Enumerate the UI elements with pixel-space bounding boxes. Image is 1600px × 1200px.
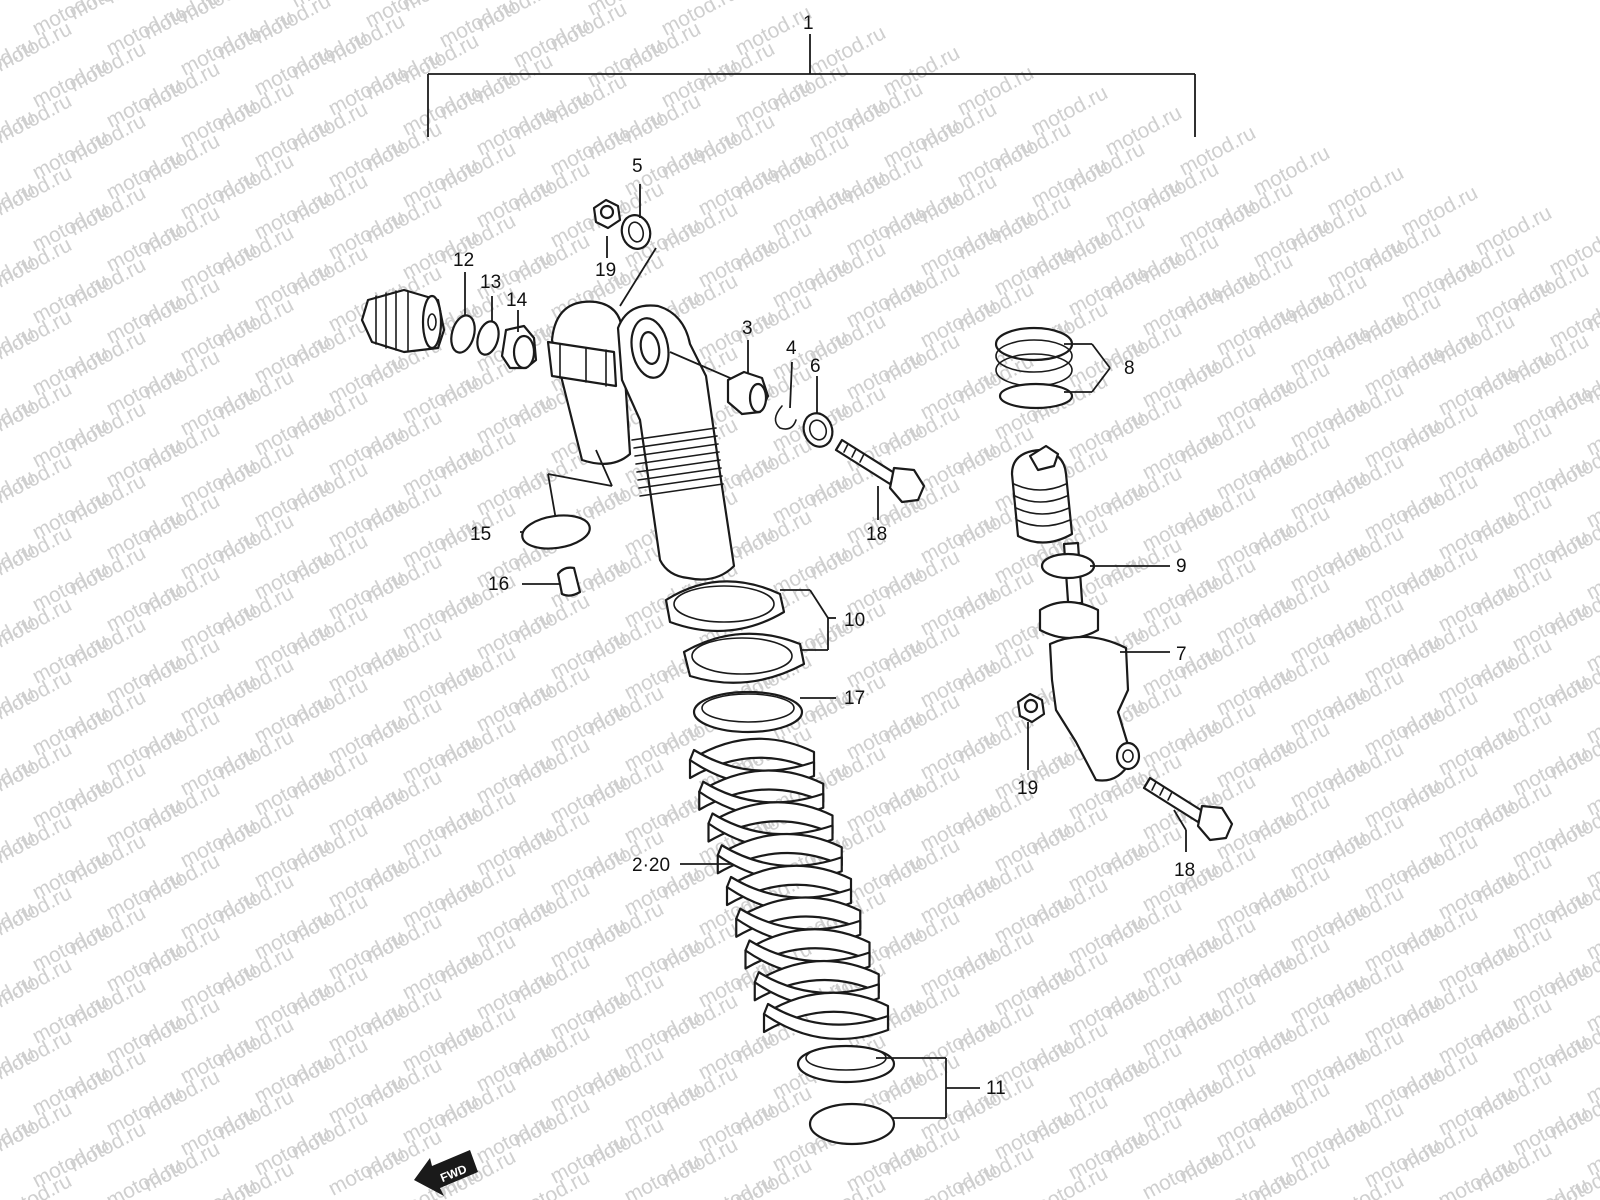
watermark-text: motod.ru	[1509, 1173, 1593, 1200]
adjuster-knob	[360, 288, 446, 354]
nut-19-lower	[1016, 692, 1046, 724]
callout-2-20: 2·20	[632, 855, 670, 876]
callout-15: 15	[470, 524, 491, 545]
circlip-4	[774, 405, 797, 430]
callout-12: 12	[453, 250, 474, 271]
callout-5: 5	[632, 156, 643, 177]
callout-7: 7	[1176, 644, 1187, 665]
callout-9: 9	[1176, 556, 1187, 577]
cap-16	[556, 566, 582, 597]
callout-10: 10	[844, 610, 865, 631]
callout-13: 13	[480, 272, 501, 293]
callout-11: 11	[986, 1078, 1006, 1099]
callout-6: 6	[810, 356, 821, 377]
callout-17: 17	[844, 688, 865, 709]
callout-14: 14	[506, 290, 528, 311]
callout-8: 8	[1124, 358, 1135, 379]
watermark-text: motod.ru	[177, 1173, 261, 1200]
callout-16: 16	[488, 574, 509, 595]
nut-19-upper	[592, 198, 622, 230]
callout-4: 4	[786, 338, 797, 359]
watermark-text: motod.ru	[103, 1153, 187, 1200]
watermark-text: motod.ru	[695, 1169, 779, 1200]
callout-19-upper: 19	[595, 260, 616, 281]
callout-18-lower: 18	[1174, 860, 1195, 881]
watermark-text: motod.ru	[1435, 1153, 1519, 1200]
callout-3: 3	[742, 318, 753, 339]
watermark-text: motod.ru	[621, 1149, 705, 1200]
o-ring-15	[521, 514, 591, 550]
spring-seat-17	[692, 690, 804, 734]
callout-1: 1	[803, 13, 814, 34]
callout-18-upper: 18	[866, 524, 887, 545]
watermark-text: motod.ru	[917, 1157, 1001, 1200]
bushing-3	[726, 370, 770, 416]
callout-19-lower: 19	[1017, 778, 1038, 799]
